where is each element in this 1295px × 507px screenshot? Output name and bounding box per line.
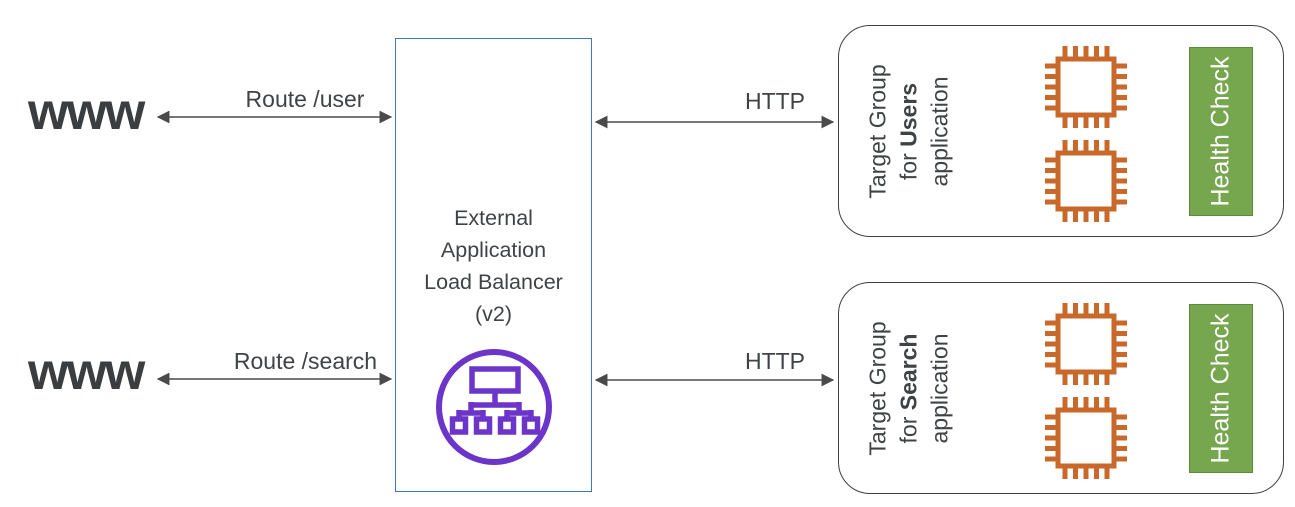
tg-search-instances [1042, 300, 1130, 482]
target-group-search-title: Target Group for Search application [845, 283, 973, 493]
tg-search-line2: for Search [895, 333, 922, 443]
health-check-label: Health Check [1206, 56, 1235, 207]
lb-title-line4: (v2) [474, 302, 513, 326]
load-balancer-title: External Application Load Balancer (v2) [396, 202, 591, 330]
route-search-label: Route /search [233, 348, 378, 374]
lb-title-line2: Application [440, 238, 547, 262]
target-group-search: Target Group for Search application [838, 282, 1284, 494]
ec2-instance-chip-icon [1045, 303, 1127, 385]
target-group-users: Target Group for Users application [838, 25, 1284, 237]
load-balancer-box: External Application Load Balancer (v2) [395, 38, 592, 492]
http-bottom-label: HTTP [744, 348, 806, 374]
health-check-badge: Health Check [1189, 304, 1253, 473]
http-top-label: HTTP [744, 88, 806, 114]
health-check-label: Health Check [1206, 313, 1235, 464]
load-balancer-icon [436, 349, 552, 465]
route-user-label: Route /user [245, 86, 365, 112]
tg-users-line3: application [926, 76, 953, 186]
tg-search-line1: Target Group [864, 320, 891, 456]
tg-users-line2: for Users [895, 82, 922, 180]
ec2-instance-chip-icon [1045, 397, 1127, 479]
tg-search-line3: application [926, 333, 953, 443]
client-www-top: www [28, 83, 145, 141]
target-group-users-title: Target Group for Users application [845, 26, 973, 236]
health-check-badge: Health Check [1189, 47, 1253, 216]
client-www-bottom: www [28, 343, 145, 401]
tg-users-line1: Target Group [864, 63, 891, 199]
ec2-instance-chip-icon [1045, 140, 1127, 222]
tg-users-instances [1042, 43, 1130, 225]
ec2-instance-chip-icon [1045, 46, 1127, 128]
lb-title-line1: External [454, 206, 533, 230]
lb-title-line3: Load Balancer [424, 270, 563, 294]
